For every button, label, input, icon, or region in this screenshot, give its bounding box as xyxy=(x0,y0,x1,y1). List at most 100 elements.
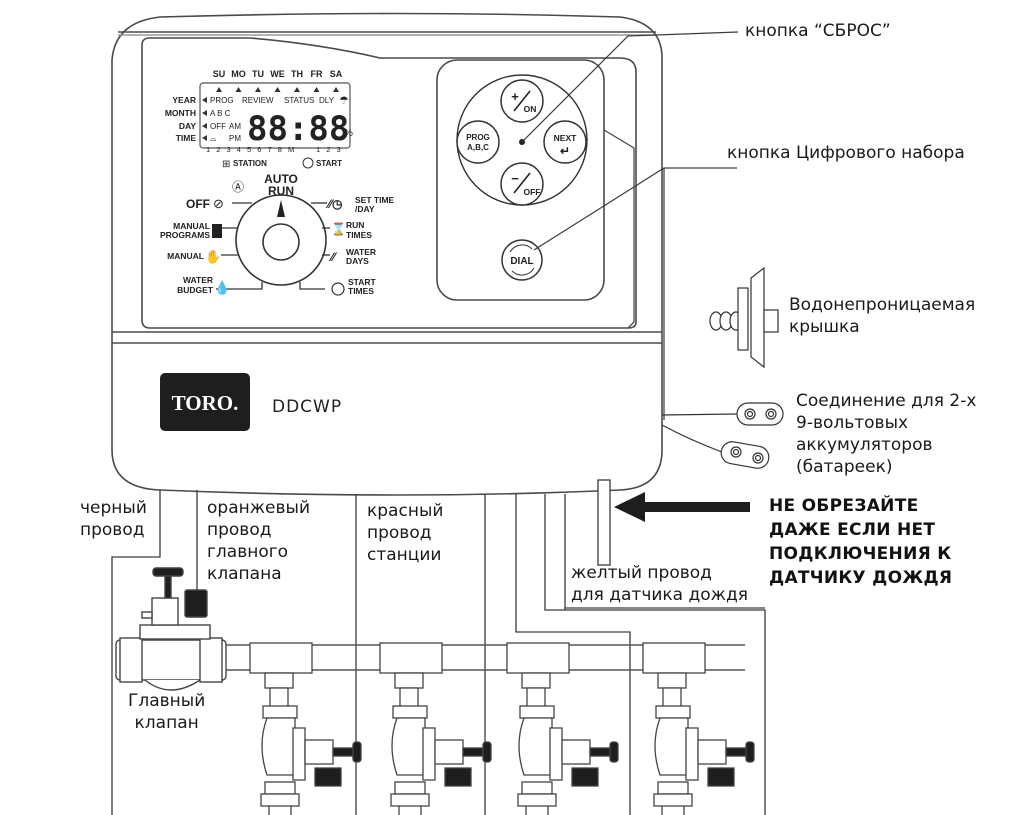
lcd-day-indicator xyxy=(313,87,320,92)
manual-programs-icon xyxy=(212,224,222,238)
lcd-display xyxy=(199,82,351,149)
dial-label-off: OFF xyxy=(186,197,210,211)
dial-label-budget: BUDGET xyxy=(177,285,214,295)
lcd-day-labels: SU MO TU WE TH FR SA xyxy=(213,69,343,79)
mode-dial[interactable] xyxy=(235,194,327,286)
waterproof-cap-icon xyxy=(709,266,779,369)
lcd-day-mo: MO xyxy=(231,69,246,79)
enter-arrow-icon: ↵ xyxy=(560,144,570,158)
lcd-row-arrows xyxy=(202,97,207,141)
water-drop-icon: 💧 xyxy=(214,280,230,295)
svg-text:PROG: PROG xyxy=(466,133,490,142)
station-valve-icon xyxy=(642,642,755,815)
warning-arrow[interactable] xyxy=(614,492,750,522)
battery-connector-icon xyxy=(661,402,784,469)
alarm-clock-icon xyxy=(331,282,345,296)
housing-side-ridge xyxy=(603,129,635,329)
station-valve-icon xyxy=(379,642,492,815)
orange-wire-label: оранжевый провод главного клапана xyxy=(207,498,310,584)
hand-icon: ✋ xyxy=(205,249,221,264)
dial-label-run: RUN xyxy=(268,184,294,198)
svg-text:+: + xyxy=(511,89,519,104)
lcd-start-label: START xyxy=(316,159,342,168)
leader-lines xyxy=(521,31,739,420)
svg-text:DIAL: DIAL xyxy=(510,256,533,267)
lcd-day-th: TH xyxy=(291,69,303,79)
lcd-day-indicator xyxy=(294,87,300,92)
lcd-mode-review: REVIEW xyxy=(242,96,274,105)
dial-auto-run-icon: Ⓐ xyxy=(232,180,244,194)
clock-icon xyxy=(302,157,314,169)
lcd-left-label-month: MONTH xyxy=(165,108,196,118)
sprinkler-icon: ⌓ xyxy=(210,134,217,143)
off-button[interactable]: − OFF xyxy=(500,162,544,206)
on-button[interactable]: + ON xyxy=(500,79,544,123)
dial-button-label: кнопка Цифрового набора xyxy=(727,143,965,163)
lcd-left-label-time: TIME xyxy=(176,133,197,143)
dial-label-run-times-2: TIMES xyxy=(346,230,372,240)
hourglass-icon: ⌛ xyxy=(331,222,346,236)
dial-label-water: WATER xyxy=(183,275,213,285)
dial-label-auto: AUTO xyxy=(264,172,298,186)
dial-label-manual-programs: MANUAL xyxy=(173,221,210,231)
lcd-pm: PM xyxy=(229,134,241,143)
dial-label-run-times: RUN xyxy=(346,220,364,230)
toro-logo: TORO. xyxy=(160,373,250,431)
dial-label-day: /DAY xyxy=(355,204,375,214)
black-wire-label: черный провод xyxy=(80,498,147,540)
prog-button[interactable]: PROG A,B,C xyxy=(456,120,500,164)
calendar-icon: ⁄⁄ xyxy=(328,250,338,264)
lcd-left-label-year: YEAR xyxy=(172,95,196,105)
lcd-station-numbers: 1 2 3 4 5 6 7 8 M xyxy=(206,145,296,154)
lcd-mode-dly: DLY xyxy=(319,96,335,105)
main-valve-label: Главный клапан xyxy=(128,691,206,733)
dial-label-start-times-2: TIMES xyxy=(348,286,374,296)
dial-label-water-days-2: DAYS xyxy=(346,256,369,266)
lcd-day-we: WE xyxy=(270,69,285,79)
station-icon: ⊞ xyxy=(222,159,230,170)
lcd-day-indicator xyxy=(274,87,281,92)
dial-label-start-times: START xyxy=(348,277,377,287)
svg-text:−: − xyxy=(511,171,519,186)
warning-text: НЕ ОБРЕЗАЙТЕ ДАЖЕ ЕСЛИ НЕТ ПОДКЛЮЧЕНИЯ К… xyxy=(769,496,953,588)
lcd-left-label-day: DAY xyxy=(179,121,196,131)
dial-label-manual: MANUAL xyxy=(167,251,204,261)
lcd-day-sa: SA xyxy=(330,69,343,79)
model-name: DDCWP xyxy=(272,397,342,417)
lcd-day-tu: TU xyxy=(252,69,264,79)
lcd-mode-status: STATUS xyxy=(284,96,314,105)
dial-label-water-days: WATER xyxy=(346,247,376,257)
off-icon: ⊘ xyxy=(213,196,224,211)
umbrella-icon: ☂ xyxy=(339,95,349,107)
svg-text:TORO.: TORO. xyxy=(172,391,239,415)
set-time-icon: ⁄⁄◷ xyxy=(325,197,343,211)
dial-button[interactable]: DIAL xyxy=(501,239,543,281)
next-button[interactable]: NEXT ↵ xyxy=(543,120,587,164)
dial-connector-lines xyxy=(216,202,330,290)
lcd-day-su: SU xyxy=(213,69,226,79)
lcd-day-fr: FR xyxy=(311,69,323,79)
reset-button-label: кнопка “СБРОС” xyxy=(745,21,891,41)
svg-text:OFF: OFF xyxy=(524,187,541,197)
lcd-mode-prog: PROG xyxy=(210,96,234,105)
lcd-day-indicator xyxy=(235,87,242,92)
lcd-day-indicator xyxy=(333,87,339,92)
waterproof-cap-label: Водонепроницаемая крышка xyxy=(789,295,976,337)
main-valve-icon xyxy=(115,567,227,691)
station-valve-icon xyxy=(506,642,619,815)
dial-label-set-time: SET TIME xyxy=(355,195,395,205)
dial-pointer xyxy=(277,200,285,217)
lcd-percent: % xyxy=(344,128,353,139)
svg-text:NEXT: NEXT xyxy=(554,133,577,143)
lcd-am: AM xyxy=(229,122,241,131)
red-wire-label: красный провод станции xyxy=(367,501,444,565)
lcd-prog-abc: A B C xyxy=(210,109,231,118)
svg-text:ON: ON xyxy=(524,104,537,114)
lcd-station-label: STATION xyxy=(233,159,267,168)
svg-text:A,B,C: A,B,C xyxy=(467,143,489,152)
dial-label-manual-programs-2: PROGRAMS xyxy=(160,230,210,240)
yellow-wire-label: желтый провод для датчика дождя xyxy=(571,563,748,605)
lcd-off: OFF xyxy=(210,122,226,131)
lcd-digits: 88:88 xyxy=(247,109,349,149)
